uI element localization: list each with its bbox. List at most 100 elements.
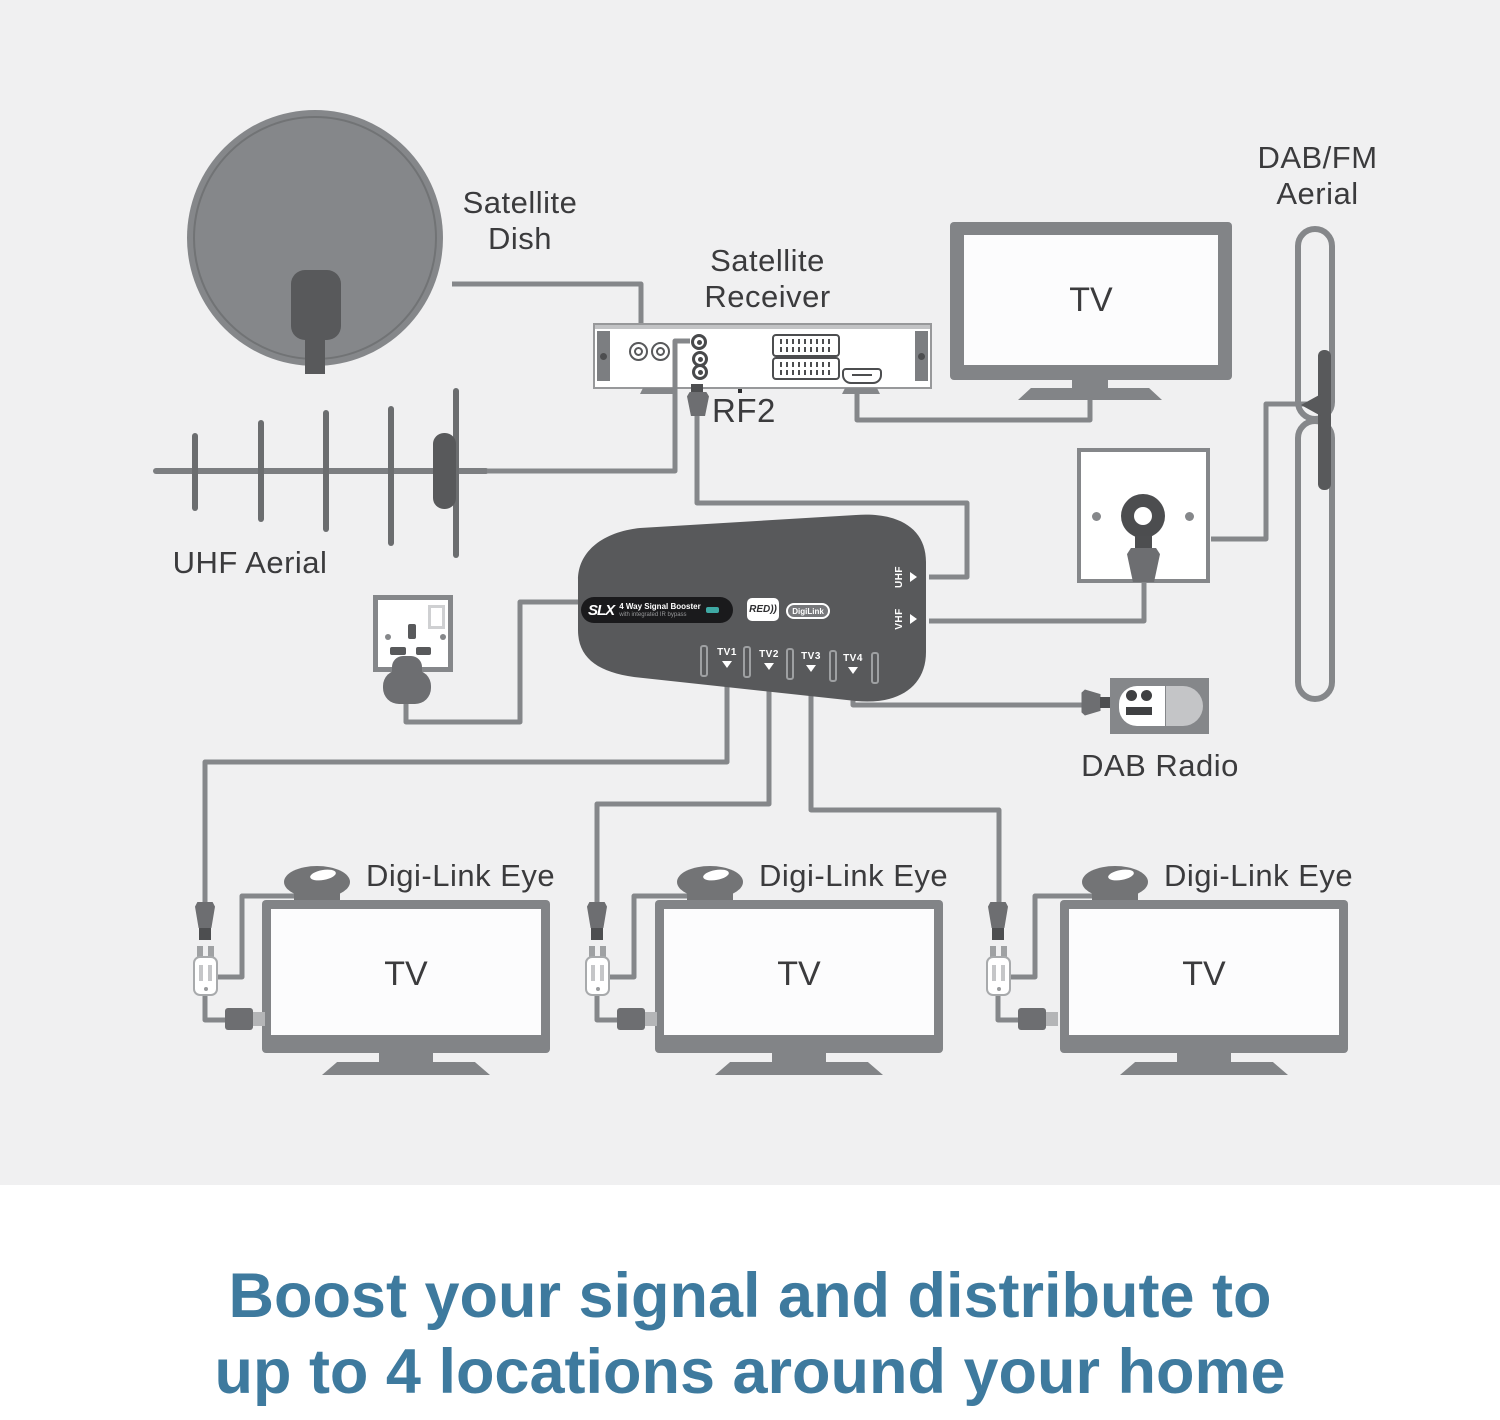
triangle-down-icon [722, 661, 732, 668]
dab-radio-label: DAB Radio [1081, 748, 1239, 783]
eye-unit-slot [199, 965, 203, 981]
tv-group-3: Digi-Link Eye TV [986, 856, 1360, 1096]
triangle-down-icon [848, 667, 858, 674]
screw-icon [600, 353, 607, 360]
tv-screen: TV [964, 235, 1218, 365]
satellite-dish-lnb-stem [305, 336, 325, 374]
hdmi-plug-icon [1018, 1008, 1046, 1030]
socket-pin-earth [408, 624, 416, 639]
tv-group-2: Digi-Link Eye TV [585, 856, 955, 1096]
cable-rf2-to-booster-uhf [694, 412, 970, 580]
satellite-receiver-label: Satellite Receiver [695, 243, 840, 314]
booster-output-port [743, 646, 751, 678]
satellite-dish-lnb [291, 270, 341, 340]
hdmi-plug-tip [645, 1012, 657, 1026]
dab-radio-plug-tip [1100, 697, 1110, 708]
tagline-line1: Boost your signal and distribute to [228, 1261, 1272, 1331]
tv-label: TV [777, 955, 821, 993]
dab-radio-speaker [1166, 686, 1203, 726]
triangle-right-icon [910, 572, 917, 582]
eye-prong [990, 946, 996, 958]
eye-prong [600, 946, 606, 958]
tv-stand-neck [772, 1053, 826, 1062]
socket-pin-neutral [416, 647, 431, 655]
tv-label: TV [1182, 955, 1226, 993]
rf2-plug-icon [687, 392, 709, 416]
satellite-receiver [593, 323, 932, 389]
satellite-dish-label-line1: Satellite [462, 185, 578, 220]
cable-tv4-to-dab-radio [850, 682, 1082, 708]
uhf-aerial-dipole-housing [433, 433, 456, 509]
hdmi-plug-icon [617, 1008, 645, 1030]
digi-link-eye-base [1092, 890, 1138, 902]
tv-stand-base [322, 1062, 490, 1075]
tv-stand-base [715, 1062, 883, 1075]
screw-icon [1185, 512, 1194, 521]
tv-screen: TV [664, 909, 934, 1035]
eye-unit-slot [600, 965, 604, 981]
booster-port-label-tv4: TV4 [843, 653, 863, 664]
digi-link-eye-label: Digi-Link Eye [1164, 858, 1354, 893]
dome-highlight [1107, 867, 1135, 883]
screw-icon [1092, 512, 1101, 521]
scart-port-icon [772, 357, 840, 380]
digi-link-eye-base [294, 890, 340, 902]
uhf-aerial-boom [153, 468, 489, 474]
coax-socket-icon [1121, 494, 1165, 538]
dome-highlight [309, 867, 337, 883]
digi-link-eye-label: Digi-Link Eye [759, 858, 949, 893]
uhf-aerial-element [258, 420, 264, 522]
screw-icon [385, 634, 391, 640]
socket-switch [428, 605, 445, 629]
receiver-left-bracket [597, 331, 610, 381]
eye-prong [1001, 946, 1007, 958]
tv-2: TV [655, 900, 943, 1053]
uhf-aerial-element [323, 410, 329, 532]
tv-1: TV [262, 900, 550, 1053]
eye-prong [589, 946, 595, 958]
dome-highlight [702, 867, 730, 883]
dab-fm-aerial-label: DAB/FM Aerial [1245, 140, 1390, 211]
eye-unit-slot [1001, 965, 1005, 981]
booster-input-vhf-label: VHF [893, 608, 905, 630]
dab-fm-aerial-label-line1: DAB/FM [1257, 140, 1378, 175]
rf1-port-icon [691, 334, 707, 350]
booster-port-label-tv2: TV2 [759, 649, 779, 660]
eye-power-unit [585, 956, 610, 996]
tv-label: TV [384, 955, 428, 993]
rf2-port-icon [692, 364, 708, 380]
booster-output-port [786, 648, 794, 680]
bottom-white-band [0, 1185, 1500, 1420]
tv-screen: TV [271, 909, 541, 1035]
eye-plug-connector [199, 928, 211, 940]
satellite-receiver-label-line1: Satellite [710, 243, 825, 278]
receiver-top-edge [595, 325, 930, 329]
tv-stand-neck [1177, 1053, 1231, 1062]
rf2-connector [691, 384, 703, 392]
triangle-right-icon [910, 614, 917, 624]
radio-knob-icon [1126, 690, 1137, 701]
booster-port-label-tv1: TV1 [717, 647, 737, 658]
dab-radio [1110, 678, 1209, 734]
eye-unit-led [596, 987, 600, 991]
hdmi-plug-tip [1046, 1012, 1058, 1026]
red-logo-badge: RED)) [747, 598, 779, 621]
tagline-line2: up to 4 locations around your home [214, 1337, 1286, 1407]
dab-aerial-bottom-loop [1295, 418, 1335, 702]
tv-3: TV [1060, 900, 1348, 1053]
cable-wallplate-to-booster-vhf [929, 578, 1147, 624]
radio-display [1126, 707, 1152, 715]
hdmi-plug-tip [253, 1012, 265, 1026]
eye-unit-slot [992, 965, 996, 981]
tv-stand-base [1120, 1062, 1288, 1075]
dab-fm-aerial-label-line2: Aerial [1276, 175, 1359, 211]
booster-title-block: 4 Way Signal Booster with integrated IR … [619, 602, 701, 618]
rca-port-icon [629, 342, 648, 361]
rf2-label: RF2 [712, 392, 776, 429]
eye-unit-slot [591, 965, 595, 981]
tv-satellite: TV [950, 222, 1232, 380]
dab-aerial-rod [1318, 350, 1331, 490]
eye-plug-connector [992, 928, 1004, 940]
eye-prong [208, 946, 214, 958]
